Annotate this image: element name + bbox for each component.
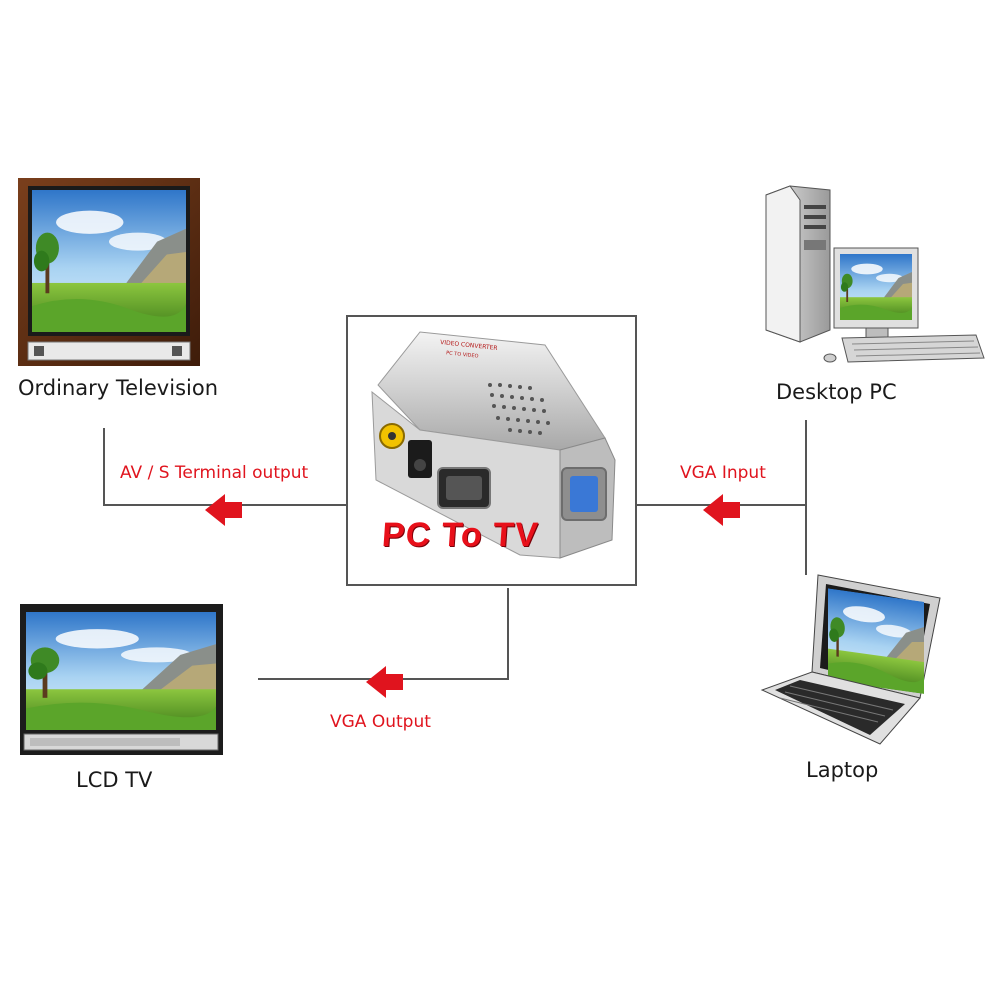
laptop-label: Laptop — [806, 758, 879, 782]
ordinary-tv-label: Ordinary Television — [18, 376, 219, 400]
laptop-illustration — [760, 574, 941, 745]
desktop-pc-illustration — [765, 185, 985, 363]
converter-device — [371, 331, 616, 559]
vga-input-label: VGA Input — [680, 463, 766, 483]
arrow-av-output — [205, 494, 242, 526]
ordinary-tv-illustration — [18, 178, 200, 366]
av-output-label: AV / S Terminal output — [120, 463, 309, 483]
vga-output-label: VGA Output — [330, 712, 431, 732]
product-title: PC To TV — [380, 516, 540, 554]
desktop-pc-label: Desktop PC — [776, 380, 897, 404]
connection-lines — [103, 420, 807, 680]
lcd-tv-illustration — [20, 604, 223, 755]
lcd-tv-label: LCD TV — [76, 768, 153, 792]
arrow-vga-input — [703, 494, 740, 526]
arrow-vga-output — [366, 666, 403, 698]
